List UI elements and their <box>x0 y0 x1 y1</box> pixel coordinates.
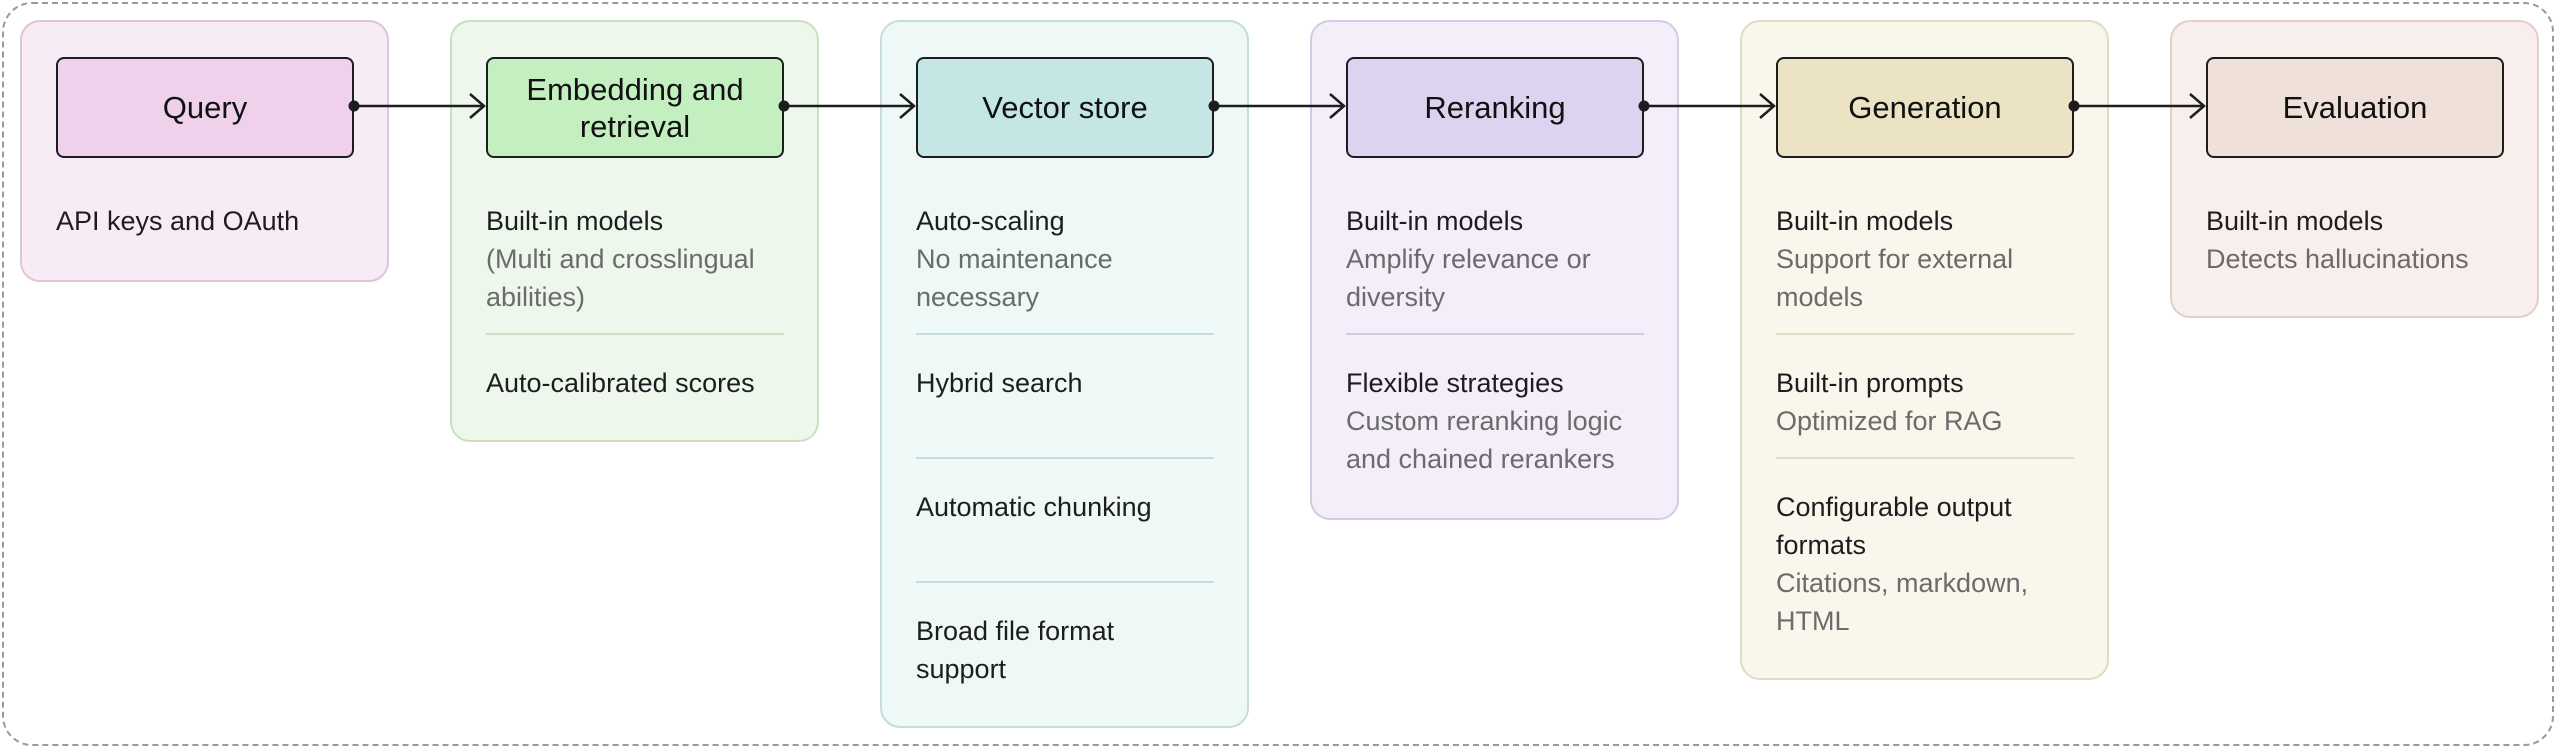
stage-query-title: Query <box>162 90 248 125</box>
item-subtitle: Detects hallucinations <box>2206 244 2469 274</box>
item-subtitle: No maintenance necessary <box>916 244 1113 312</box>
stage-generation-head: Generation <box>1776 57 2074 158</box>
stage-vector-store-item-4: Broad file format support <box>916 612 1206 688</box>
divider <box>486 333 784 335</box>
stage-reranking: Reranking Built-in models Amplify releva… <box>1310 20 1679 520</box>
divider <box>916 457 1214 459</box>
stage-generation-title: Generation <box>1848 90 2002 125</box>
divider <box>1776 457 2074 459</box>
item-title: Broad file format support <box>916 616 1115 684</box>
connector-reranking-to-generation <box>1638 93 1776 119</box>
item-title: Built-in models <box>1346 206 1524 236</box>
item-title: Hybrid search <box>916 368 1083 398</box>
connector-vector-store-to-reranking <box>1208 93 1346 119</box>
stage-evaluation-item-1: Built-in models Detects hallucinations <box>2206 202 2516 278</box>
item-subtitle: Support for external models <box>1776 244 2014 312</box>
stage-evaluation-title: Evaluation <box>2282 90 2428 125</box>
stage-reranking-item-1: Built-in models Amplify relevance or div… <box>1346 202 1656 316</box>
stage-generation-item-3: Configurable output formats Citations, m… <box>1776 488 2066 640</box>
stage-vector-store-head: Vector store <box>916 57 1214 158</box>
stage-query: Query API keys and OAuth <box>20 20 389 282</box>
stage-generation: Generation Built-in models Support for e… <box>1740 20 2109 680</box>
stage-generation-item-2: Built-in prompts Optimized for RAG <box>1776 364 2086 440</box>
item-subtitle: Amplify relevance or diversity <box>1346 244 1591 312</box>
item-subtitle: Optimized for RAG <box>1776 406 2003 436</box>
stage-vector-store: Vector store Auto-scaling No maintenance… <box>880 20 1249 728</box>
stage-embedding-item-2: Auto-calibrated scores <box>486 364 796 402</box>
item-title: Flexible strategies <box>1346 368 1564 398</box>
stage-embedding-title: Embedding and retrieval <box>526 71 744 144</box>
item-title: Auto-calibrated scores <box>486 368 755 398</box>
stage-vector-store-item-3: Automatic chunking <box>916 488 1226 526</box>
stage-reranking-title: Reranking <box>1424 90 1566 125</box>
item-title: Built-in prompts <box>1776 368 1964 398</box>
divider <box>1776 333 2074 335</box>
stage-vector-store-item-2: Hybrid search <box>916 364 1226 402</box>
stage-reranking-item-2: Flexible strategies Custom reranking log… <box>1346 364 1656 478</box>
stage-embedding-item-1: Built-in models (Multi and crosslingual … <box>486 202 796 316</box>
stage-evaluation-head: Evaluation <box>2206 57 2504 158</box>
stage-evaluation: Evaluation Built-in models Detects hallu… <box>2170 20 2539 318</box>
item-title: Built-in models <box>2206 206 2384 236</box>
item-subtitle: (Multi and crosslingual abilities) <box>486 244 755 312</box>
connector-generation-to-evaluation <box>2068 93 2206 119</box>
item-title: Configurable output formats <box>1776 492 2012 560</box>
item-title: Built-in models <box>486 206 664 236</box>
item-title: Auto-scaling <box>916 206 1065 236</box>
divider <box>916 581 1214 583</box>
item-title: API keys and OAuth <box>56 206 300 236</box>
stage-query-head: Query <box>56 57 354 158</box>
item-title: Built-in models <box>1776 206 1954 236</box>
stage-vector-store-item-1: Auto-scaling No maintenance necessary <box>916 202 1226 316</box>
stage-generation-item-1: Built-in models Support for external mod… <box>1776 202 2086 316</box>
item-subtitle: Custom reranking logic and chained reran… <box>1346 406 1623 474</box>
stage-query-item-1: API keys and OAuth <box>56 202 366 240</box>
stage-embedding-head: Embedding and retrieval <box>486 57 784 158</box>
connector-embedding-to-vector-store <box>778 93 916 119</box>
stage-embedding: Embedding and retrieval Built-in models … <box>450 20 819 442</box>
divider <box>1346 333 1644 335</box>
stage-reranking-head: Reranking <box>1346 57 1644 158</box>
divider <box>916 333 1214 335</box>
connector-query-to-embedding <box>348 93 486 119</box>
item-title: Automatic chunking <box>916 492 1152 522</box>
item-subtitle: Citations, markdown, HTML <box>1776 568 2029 636</box>
stage-vector-store-title: Vector store <box>982 90 1148 125</box>
